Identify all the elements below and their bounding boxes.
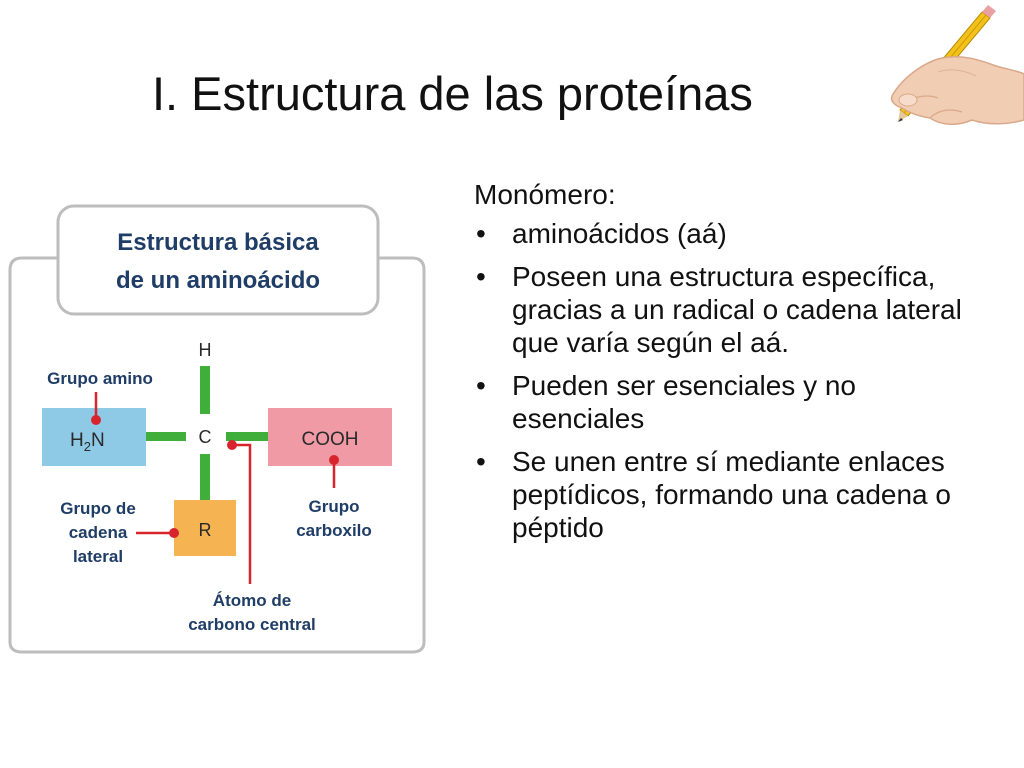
- monomer-heading: Monómero:: [474, 179, 616, 210]
- bullet-list: aminoácidos (aá) Poseen una estructura e…: [472, 217, 962, 544]
- label-amino-group: Grupo amino: [47, 369, 153, 388]
- bullet-item: aminoácidos (aá): [472, 217, 962, 250]
- hand-icon: [890, 55, 1024, 125]
- amino-group-formula: H2N: [70, 430, 105, 454]
- label-side-chain-line3: lateral: [73, 547, 123, 566]
- diagram-frame: [8, 256, 426, 654]
- diagram-title-line1: Estructura básica: [117, 229, 319, 256]
- bullet-item: Pueden ser esenciales y no esenciales: [472, 369, 962, 435]
- diagram-title-box: [56, 204, 380, 316]
- r-group-box: [174, 500, 236, 556]
- amino-acid-diagram: Estructura básica de un aminoácido H C H…: [4, 196, 434, 658]
- label-carboxyl-line1: Grupo: [309, 497, 360, 516]
- bond-left: [140, 432, 186, 441]
- bond-bottom: [200, 454, 210, 504]
- pointer-dots: [91, 415, 339, 538]
- bond-top: [200, 366, 210, 414]
- bullet-item: Poseen una estructura específica, gracia…: [472, 260, 962, 359]
- label-side-chain-line1: Grupo de: [60, 499, 136, 518]
- bullet-item: Se unen entre sí mediante enlaces peptíd…: [472, 445, 962, 544]
- atom-r: R: [199, 520, 212, 540]
- label-side-chain-line2: cadena: [69, 523, 128, 542]
- text-panel: Monómero: aminoácidos (aá) Poseen una es…: [472, 178, 962, 554]
- carboxyl-group-box: [268, 408, 392, 466]
- label-carboxyl-line2: carboxilo: [296, 521, 372, 540]
- bond-right: [226, 432, 270, 441]
- hand-pencil-illustration: [872, 0, 1024, 148]
- slide-title: I. Estructura de las proteínas: [152, 67, 753, 120]
- carboxyl-group-formula: COOH: [302, 429, 359, 450]
- atom-c: C: [199, 427, 212, 447]
- label-central-carbon-line2: carbono central: [188, 615, 316, 634]
- label-central-carbon-line1: Átomo de: [213, 591, 291, 610]
- atom-h: H: [199, 340, 212, 360]
- diagram-title-line2: de un aminoácido: [116, 267, 320, 294]
